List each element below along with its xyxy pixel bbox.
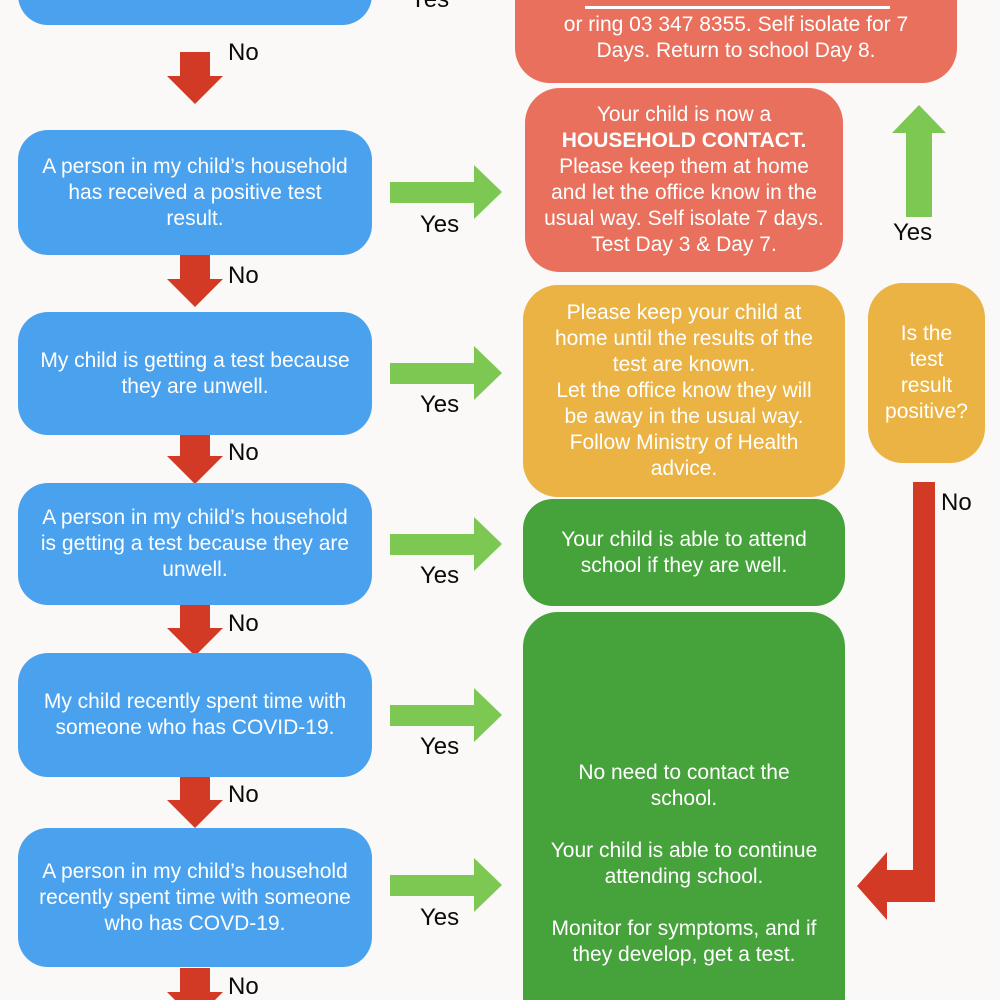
question-text: My child is getting a test because they … xyxy=(40,348,350,398)
no-label-2: No xyxy=(228,262,259,289)
question-box-child-spent-time: My child recently spent time with someon… xyxy=(18,653,372,777)
no-arrow-down-5 xyxy=(167,776,223,828)
decision-text: Is the test result positive? xyxy=(885,322,968,423)
no-label-5: No xyxy=(228,781,259,808)
yes-label-3: Yes xyxy=(420,562,460,589)
outcome-box-household-contact: Your child is now a HOUSEHOLD CONTACT. P… xyxy=(525,88,843,272)
yes-arrow-right-1 xyxy=(390,165,502,219)
question-box-household-positive: A person in my child’s household has rec… xyxy=(18,130,372,255)
yes-label-5: Yes xyxy=(420,904,460,931)
decision-box-test-result-positive: Is the test result positive? xyxy=(868,283,985,463)
yes-label-4: Yes xyxy=(420,733,460,760)
no-arrow-down-3 xyxy=(167,432,223,484)
question-box-cutoff-top xyxy=(18,0,372,25)
outcome-text: No need to contact the school. Your chil… xyxy=(550,760,818,966)
question-box-child-getting-test: My child is getting a test because they … xyxy=(18,312,372,435)
question-box-household-spent-time: A person in my child’s household recentl… xyxy=(18,828,372,967)
no-arrow-down-4 xyxy=(167,604,223,656)
yes-arrow-up xyxy=(892,105,946,217)
outcome-box-keep-home: Please keep your child at home until the… xyxy=(523,285,845,497)
yes-arrow-right-3 xyxy=(390,517,502,571)
yes-label-1: Yes xyxy=(420,211,460,238)
no-label-4: No xyxy=(228,610,259,637)
no-label-6: No xyxy=(228,973,259,1000)
outcome-text: or ring 03 347 8355. Self isolate for 7 … xyxy=(563,13,909,62)
no-label-1: No xyxy=(228,39,259,66)
question-text: A person in my child’s household is gett… xyxy=(40,506,350,581)
cutoff-underlined-link[interactable] xyxy=(585,6,890,9)
yes-arrow-right-4 xyxy=(390,688,502,742)
outcome-text: Your child is now a HOUSEHOLD CONTACT. P… xyxy=(544,103,824,256)
no-arrow-down-2 xyxy=(167,255,223,307)
outcome-box-self-isolate: or ring 03 347 8355. Self isolate for 7 … xyxy=(515,0,957,83)
question-text: My child recently spent time with someon… xyxy=(43,690,347,739)
yes-label-decision: Yes xyxy=(893,219,933,246)
outcome-box-attend-school: Your child is able to attend school if t… xyxy=(523,499,845,606)
question-text: A person in my child’s household has rec… xyxy=(42,154,348,230)
no-label-decision: No xyxy=(941,489,972,516)
no-arrow-down-6 xyxy=(167,968,223,1000)
yes-label-2: Yes xyxy=(420,391,460,418)
yes-arrow-right-5 xyxy=(390,858,502,912)
no-label-3: No xyxy=(228,439,259,466)
outcome-box-no-contact-needed: No need to contact the school. Your chil… xyxy=(523,612,845,1000)
yes-arrow-right-2 xyxy=(390,346,502,400)
no-arrow-elbow-left xyxy=(857,482,935,920)
question-box-household-getting-test: A person in my child’s household is gett… xyxy=(18,483,372,605)
outcome-text: Please keep your child at home until the… xyxy=(555,301,813,480)
yes-label-top-cutoff: Yes xyxy=(410,0,449,13)
question-text: A person in my child’s household recentl… xyxy=(39,859,351,935)
outcome-text: Your child is able to attend school if t… xyxy=(561,527,807,577)
no-arrow-down-1 xyxy=(167,52,223,104)
